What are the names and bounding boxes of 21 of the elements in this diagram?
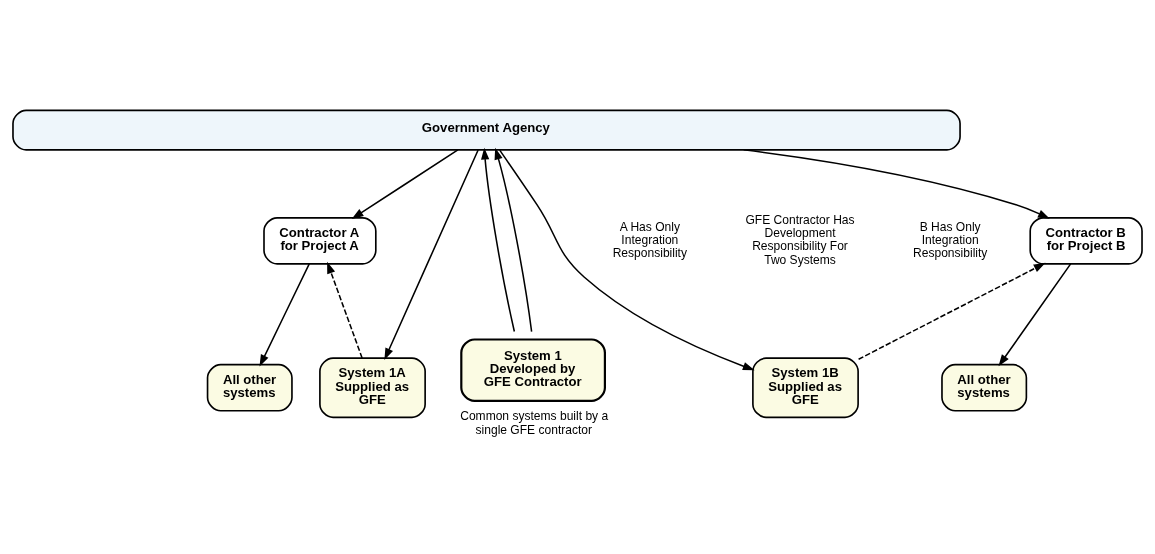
arrow (351, 149, 459, 220)
label: GFE Contractor Has Development Responsibility For Two Systems (745, 213, 855, 267)
arrow (742, 149, 1050, 219)
arrow (481, 147, 516, 333)
arrow (498, 149, 755, 371)
arrow (857, 262, 1046, 360)
node-box: All other systems (206, 363, 293, 412)
arrow (327, 261, 363, 359)
node-label: Common systems built by a single GFE contractor (460, 409, 609, 437)
arrow (998, 263, 1072, 367)
node-box: Contractor A for Project A (263, 217, 377, 265)
node-box: System 1B Supplied as GFE (752, 357, 859, 419)
label: B Has Only Integration Responsibility (913, 219, 988, 261)
arrow (259, 263, 310, 367)
arrow (494, 147, 533, 333)
label: A Has Only Integration Responsibility (612, 219, 688, 261)
node-box: Government Agency (12, 109, 961, 151)
node-box: All other systems (941, 363, 1028, 412)
arrow (384, 149, 479, 361)
node-box: Contractor B for Project B (1029, 217, 1143, 265)
node-box: System 1A Supplied as GFE (319, 357, 426, 419)
